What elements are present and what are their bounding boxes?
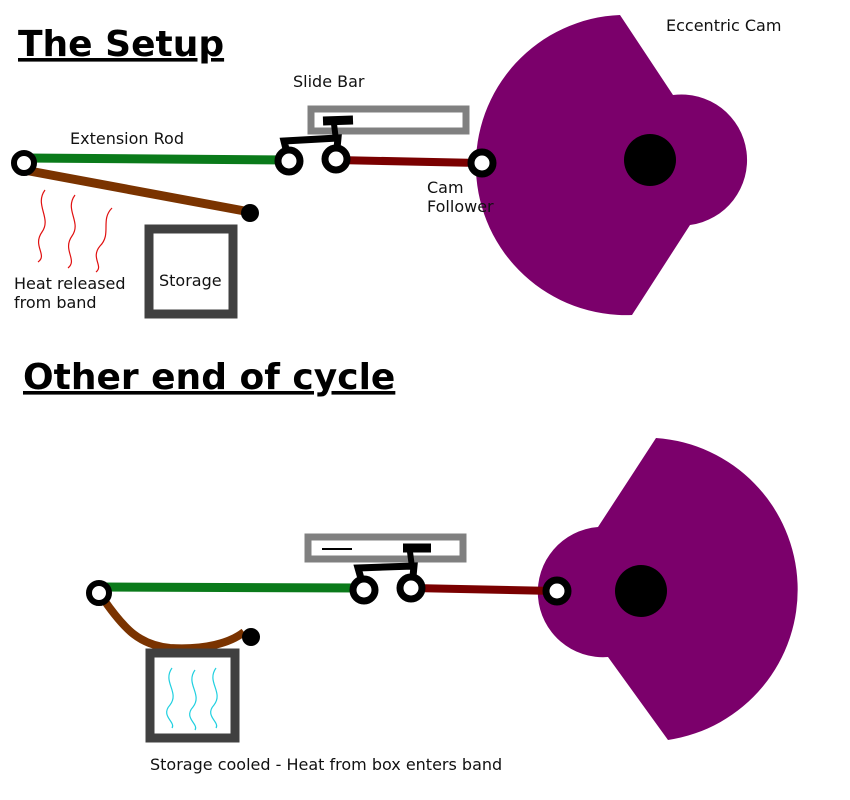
cam-follower-label-line1: Cam xyxy=(427,178,464,197)
heat-band xyxy=(23,165,251,217)
band-end-pin-2 xyxy=(242,628,260,646)
slide-bar-2 xyxy=(304,533,467,563)
cam-follower-label-line2: Follower xyxy=(427,197,494,216)
eccentric-cam-2 xyxy=(537,438,798,740)
heat-released-squiggles xyxy=(37,189,113,273)
panel2-title: Other end of cycle xyxy=(23,357,395,398)
follower-roller xyxy=(467,148,497,178)
storage-box xyxy=(144,224,238,319)
cam-pivot xyxy=(624,134,676,186)
panel1-title: The Setup xyxy=(18,24,224,65)
eccentric-cam-label: Eccentric Cam xyxy=(666,16,781,35)
carriage-wheel-right-2 xyxy=(396,573,426,603)
band-end-pin xyxy=(241,204,259,222)
storage-box-2 xyxy=(145,648,240,743)
extension-rod xyxy=(23,153,291,165)
follower-roller-2 xyxy=(542,576,572,606)
carriage-wheel-right xyxy=(321,144,351,174)
pivot-joint xyxy=(11,150,37,176)
slide-bar-label: Slide Bar xyxy=(293,72,365,91)
heat-absorbed-squiggles xyxy=(166,667,218,731)
heat-released-label-line1: Heat released xyxy=(14,274,126,293)
slide-bar xyxy=(307,105,470,135)
heat-released-label-line2: from band xyxy=(14,293,97,312)
pivot-joint-2 xyxy=(86,580,112,606)
slide-bar-slot-block xyxy=(322,115,354,126)
extension-rod-2 xyxy=(99,582,364,593)
storage-label: Storage xyxy=(159,271,222,290)
extension-rod-label: Extension Rod xyxy=(70,129,184,148)
eccentric-cam xyxy=(475,15,748,316)
carriage-wheel-left-2 xyxy=(349,575,379,605)
cam-pivot-2 xyxy=(615,565,667,617)
panel-other-end: Other end of cycle Storage cooled - Heat… xyxy=(23,357,798,774)
cam-follower-rod xyxy=(335,156,481,167)
carriage-post xyxy=(331,123,339,141)
panel-setup: The Setup Slide Bar Eccentric Cam Extens xyxy=(11,15,781,319)
carriage-post-2 xyxy=(407,551,415,568)
cam-follower-rod-2 xyxy=(411,584,556,595)
storage-cooled-caption: Storage cooled - Heat from box enters ba… xyxy=(150,755,502,774)
heat-band-2 xyxy=(100,597,247,653)
carriage-wheel-left xyxy=(274,146,304,176)
